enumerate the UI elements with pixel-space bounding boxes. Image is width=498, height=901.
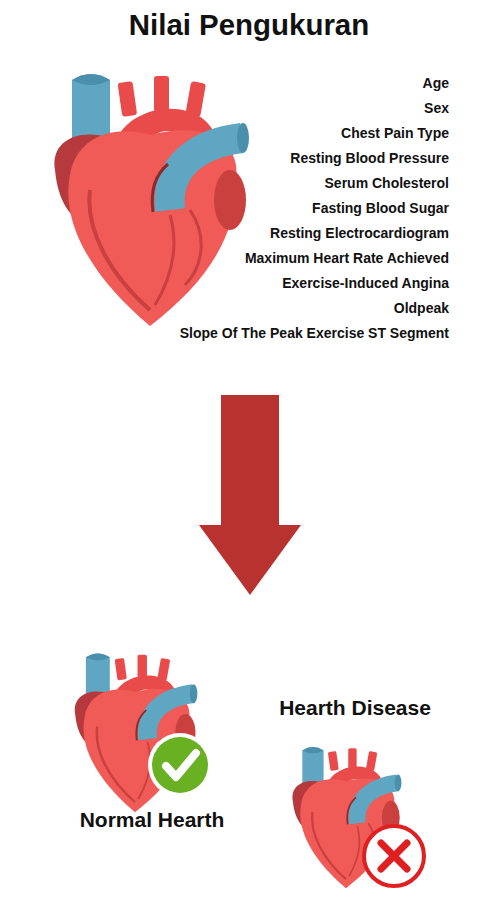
cross-icon — [364, 826, 424, 886]
down-arrow — [199, 395, 301, 595]
feature-label: Fasting Blood Sugar — [312, 199, 449, 217]
title: Nilai Pengukuran — [0, 8, 498, 42]
heart-illustration — [54, 74, 249, 326]
feature-label: Slope Of The Peak Exercise ST Segment — [180, 324, 449, 342]
feature-label: Oldpeak — [394, 299, 449, 317]
feature-label: Age — [423, 74, 449, 92]
outcome-label: Hearth Disease — [279, 695, 431, 721]
check-icon — [148, 733, 212, 797]
feature-label: Maximum Heart Rate Achieved — [245, 249, 449, 267]
feature-label: Resting Blood Pressure — [290, 149, 449, 167]
feature-label: Chest Pain Type — [341, 124, 449, 142]
outcome-label: Normal Hearth — [80, 807, 225, 833]
feature-label: Exercise-Induced Angina — [282, 274, 449, 292]
feature-label: Resting Electrocardiogram — [270, 224, 449, 242]
feature-label: Sex — [424, 99, 449, 117]
feature-label: Serum Cholesterol — [325, 174, 449, 192]
